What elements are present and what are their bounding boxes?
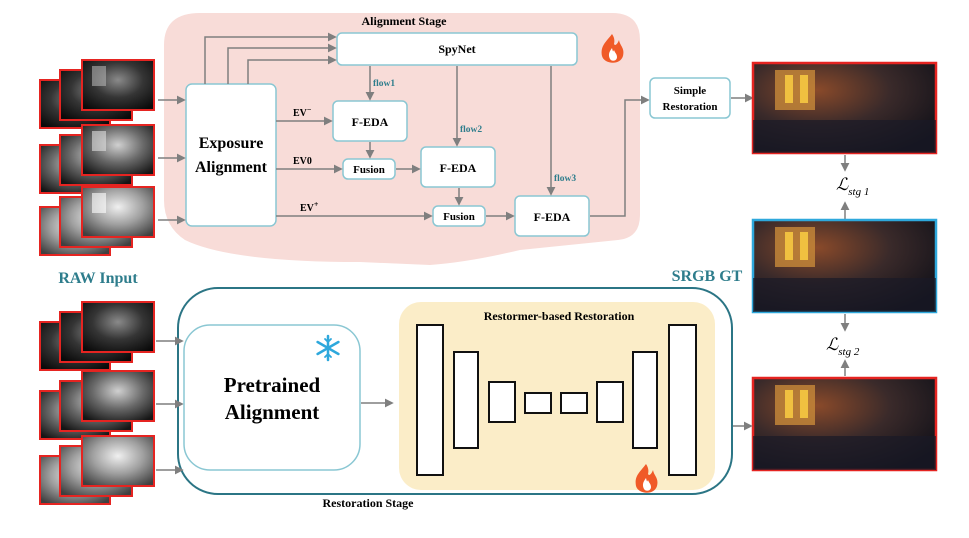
- arrow-raw-to-spynet-3: [247, 55, 337, 84]
- restoration-stage-region: [177, 287, 733, 495]
- raw-stack-top-3: [39, 186, 155, 256]
- restormer-box: [399, 302, 715, 490]
- flow1-label: flow1: [373, 79, 395, 89]
- decoder-block-1: [668, 324, 697, 476]
- arrow-raw-to-spynet-1: [204, 32, 337, 84]
- raw-stack-bottom-1: [39, 301, 155, 371]
- arrow-feda3-to-simple: [590, 95, 650, 217]
- fire-icon: [635, 464, 658, 493]
- srgb-gt-image: [751, 218, 938, 314]
- alignment-stage-title: Alignment Stage: [362, 14, 448, 28]
- exposure-alignment-box: [185, 83, 277, 227]
- feda-box-1: [332, 100, 408, 142]
- feda-label-3: F-EDA: [534, 210, 571, 224]
- raw-input-label: RAW Input: [58, 270, 138, 287]
- simple-restoration-line1: Simple: [674, 85, 707, 97]
- restormer-unet: [416, 324, 697, 476]
- encoder-block-1: [416, 324, 444, 476]
- loss-stg2-sub: stg 2: [838, 346, 860, 358]
- flow2-label: flow2: [460, 125, 482, 135]
- fusion-label-2: Fusion: [443, 211, 475, 223]
- ev-plus-label: EV+: [300, 200, 319, 214]
- fusion-label-1: Fusion: [353, 164, 385, 176]
- ev-minus-sup: −: [307, 105, 312, 114]
- fusion-box-1: [342, 158, 396, 180]
- restoration-stage-title: Restoration Stage: [323, 496, 415, 510]
- feda-box-2: [420, 146, 496, 188]
- loss-stg1: ℒstg 1: [836, 175, 869, 198]
- ev-minus-label: EV−: [293, 105, 312, 119]
- flow3-label: flow3: [554, 174, 576, 184]
- simple-restoration-box: [649, 77, 731, 119]
- fusion-box-2: [432, 205, 486, 227]
- ev-zero-label: EV0: [293, 156, 312, 167]
- pretrained-line1: Pretrained: [224, 373, 321, 397]
- fire-icon: [601, 34, 624, 63]
- simple-restoration-line2: Restoration: [663, 101, 718, 113]
- loss-stg2: ℒstg 2: [826, 335, 860, 358]
- spynet-box: [336, 32, 578, 66]
- exposure-alignment-line1: Exposure: [199, 135, 264, 152]
- feda-box-3: [514, 195, 590, 237]
- pretrained-line2: Alignment: [225, 400, 320, 424]
- raw-stack-top-2: [39, 124, 155, 194]
- output-image-stage2: [751, 376, 938, 472]
- bottleneck-block-2: [560, 392, 588, 414]
- raw-stack-bottom-3: [39, 435, 155, 505]
- restormer-title: Restormer-based Restoration: [484, 309, 635, 323]
- snowflake-icon: [316, 334, 340, 362]
- feda-label-1: F-EDA: [352, 115, 389, 129]
- ev-plus-sup: +: [314, 200, 319, 209]
- arrow-raw-to-spynet-2: [227, 43, 337, 84]
- loss-stg1-sub: stg 1: [848, 186, 869, 198]
- pretrained-alignment-box: [183, 324, 361, 471]
- raw-stack-bottom-2: [39, 370, 155, 440]
- feda-label-2: F-EDA: [440, 161, 477, 175]
- output-image-stage1: [751, 61, 938, 155]
- raw-stack-top-1: [39, 59, 155, 129]
- encoder-block-3: [488, 381, 516, 423]
- exposure-alignment-line2: Alignment: [195, 159, 268, 176]
- decoder-block-3: [596, 381, 624, 423]
- bottleneck-block-1: [524, 392, 552, 414]
- encoder-block-2: [453, 351, 479, 449]
- decoder-block-2: [632, 351, 658, 449]
- srgb-gt-label: SRGB GT: [672, 268, 743, 285]
- spynet-label: SpyNet: [438, 42, 475, 56]
